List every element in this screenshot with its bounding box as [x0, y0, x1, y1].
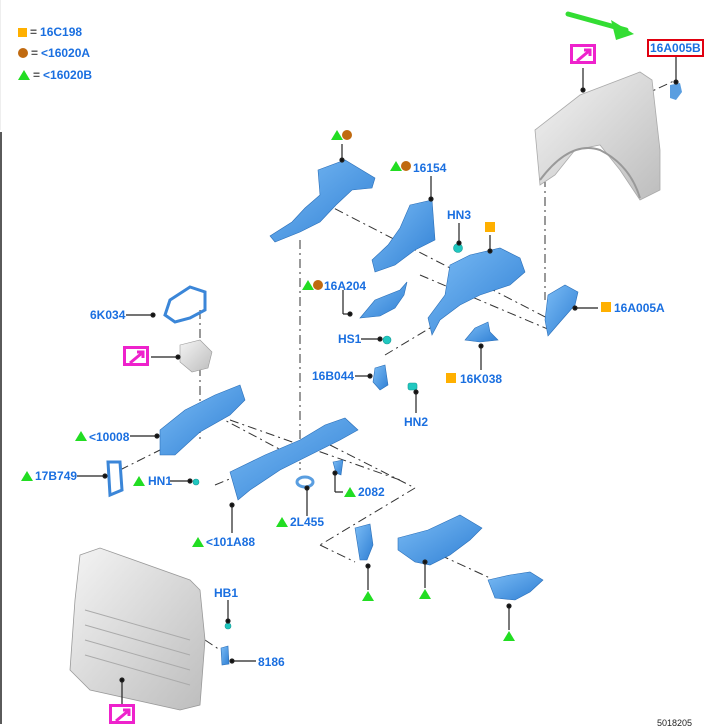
fasteners: [192, 243, 463, 630]
gusset-16A204-part[interactable]: [359, 281, 408, 319]
callout-HN1[interactable]: HN1: [148, 474, 173, 488]
legend-code: <16020A: [41, 46, 91, 60]
bracket-16A005B-part[interactable]: [670, 83, 682, 100]
bracket-16B044-part[interactable]: [372, 364, 389, 391]
fender-arch: [539, 147, 641, 199]
callout-101A88[interactable]: <101A88: [206, 535, 256, 549]
fastener-hn2[interactable]: [407, 382, 418, 391]
callout-16A005B[interactable]: 16A005B: [647, 39, 704, 57]
view-part-pointer-fender[interactable]: [570, 44, 596, 64]
arrow-pointer-icon: [129, 350, 145, 364]
bracket-right-part[interactable]: [487, 571, 544, 601]
frame-17B749-part[interactable]: [106, 460, 124, 498]
view-part-pointer-radiator[interactable]: [109, 704, 135, 724]
radiator-grille-lines: [84, 609, 191, 686]
callout-17B749[interactable]: 17B749: [35, 469, 78, 483]
callout-HS1[interactable]: HS1: [338, 332, 362, 346]
callout-16A204[interactable]: 16A204: [324, 279, 367, 293]
callout-2082[interactable]: 2082: [358, 485, 385, 499]
view-part-pointer-mount[interactable]: [123, 346, 149, 366]
assembly-lines: [119, 79, 677, 690]
apron-16154-part[interactable]: [371, 199, 436, 273]
callout-16K038[interactable]: 16K038: [460, 372, 503, 386]
rail-10008-part[interactable]: [159, 384, 246, 456]
legend-item-16020B: =<16020B: [18, 68, 92, 82]
radiator-support-part[interactable]: [69, 547, 206, 711]
callout-HB1[interactable]: HB1: [214, 586, 239, 600]
rail-16C198-part[interactable]: [427, 247, 526, 336]
blue-sheet-metal-parts: [106, 159, 579, 666]
strut-tower-part[interactable]: [269, 159, 376, 243]
fastener-hb1[interactable]: [224, 622, 232, 630]
callout-8186[interactable]: 8186: [258, 655, 285, 669]
fastener-hs1[interactable]: [382, 335, 392, 345]
fastener-hn1[interactable]: [192, 478, 200, 486]
fender-part[interactable]: [534, 71, 661, 201]
callout-2L455[interactable]: 2L455: [290, 515, 325, 529]
rail-101A88-part[interactable]: [229, 417, 359, 501]
callout-16A005A[interactable]: 16A005A: [614, 301, 665, 315]
orange-square-icon: [18, 28, 27, 37]
legend-code: <16020B: [43, 68, 93, 82]
callout-6K034[interactable]: 6K034: [90, 308, 126, 322]
engine-mount-part[interactable]: [179, 339, 213, 373]
indicator-arrow: [565, 11, 634, 40]
callout-16154[interactable]: 16154: [413, 161, 447, 175]
callout-10008[interactable]: <10008: [89, 430, 130, 444]
green-triangle-icon: [18, 70, 30, 80]
bracket-16A005A-part[interactable]: [544, 284, 579, 337]
legend-item-16C198: =16C198: [18, 25, 82, 39]
callout-HN2[interactable]: HN2: [404, 415, 429, 429]
washer-2L455-part[interactable]: [295, 475, 315, 489]
bracket-16K038-part[interactable]: [464, 321, 499, 343]
brown-circle-icon: [18, 48, 28, 58]
callout-HN3[interactable]: HN3: [447, 208, 472, 222]
bracket-8186-part[interactable]: [220, 645, 230, 666]
figure-number: 5018205: [656, 718, 692, 728]
crossmember-part[interactable]: [397, 514, 483, 566]
bracket-2082-part[interactable]: [332, 459, 344, 476]
legend-item-16020A: =<16020A: [18, 46, 90, 60]
arrow-pointer-icon: [115, 708, 131, 722]
arrow-pointer-icon: [576, 48, 592, 62]
callout-16B044[interactable]: 16B044: [312, 369, 355, 383]
symbol-markers: [21, 130, 611, 641]
frame-edge: [0, 0, 1, 130]
leader-lines: [77, 56, 679, 705]
bracket-6K034-part[interactable]: [163, 285, 207, 324]
scrollbar-edge: [0, 132, 2, 724]
bracket-left-part[interactable]: [354, 523, 374, 561]
legend-code: 16C198: [40, 25, 83, 39]
